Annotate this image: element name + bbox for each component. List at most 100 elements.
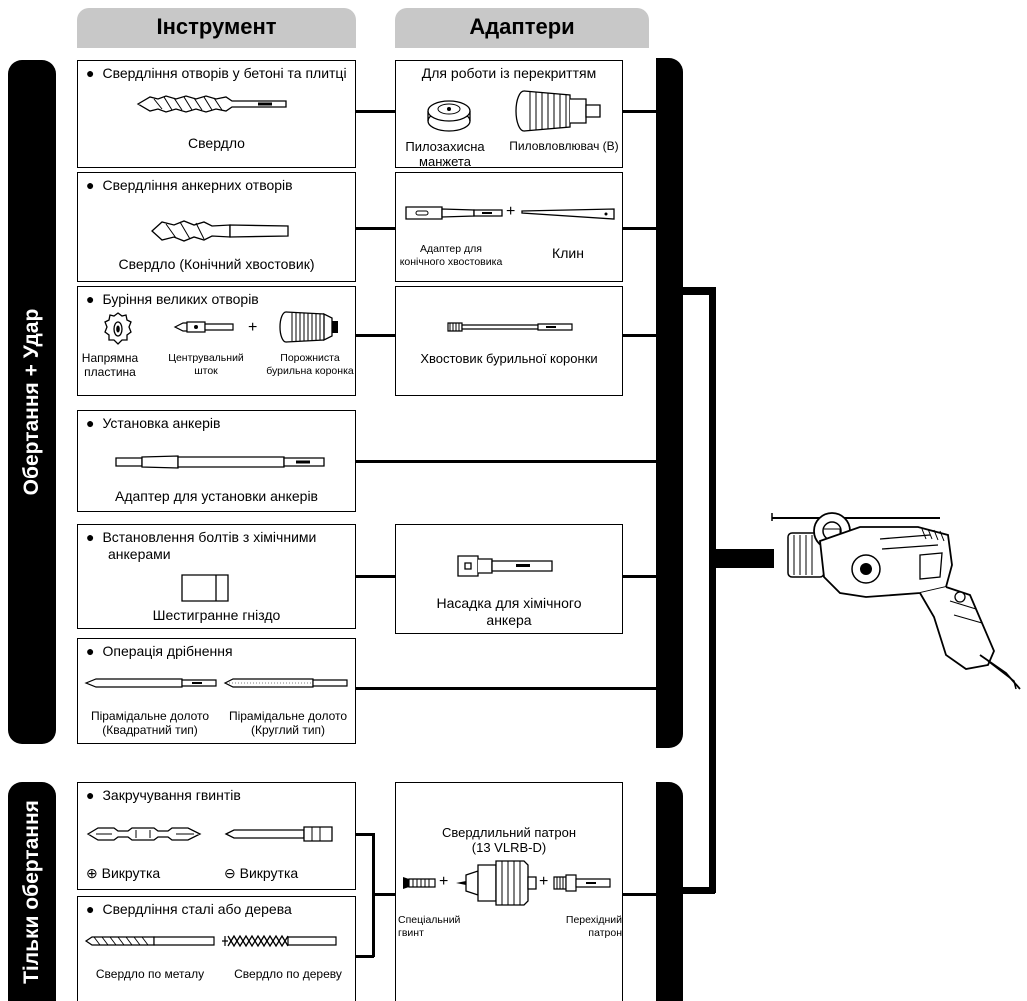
bracket-vertical <box>372 833 375 957</box>
connector-vertical <box>709 287 716 893</box>
taper-adapter-icon <box>404 205 506 221</box>
line-row4 <box>355 460 656 463</box>
phillips-label: ⊕ Викрутка <box>86 865 161 881</box>
large-holes-title: ●Буріння великих отворів <box>86 291 259 307</box>
rotary-hammer-drill-icon <box>770 505 1025 690</box>
plus-symbol: + <box>248 319 258 336</box>
screws-title: ●Закручування гвинтів <box>86 787 241 803</box>
bullet-icon: ● <box>86 787 95 803</box>
tool-box-anchor-holes: ●Свердління анкерних отворів Свердло (Ко… <box>77 172 356 282</box>
slotted-bit-icon <box>224 825 336 843</box>
concrete-title: ●Свердління отворів у бетоні та плитці <box>86 65 347 81</box>
anchor-setting-label: Адаптер для установки анкерів <box>115 488 318 504</box>
tool-box-steel-wood: ●Свердління сталі або дерева Свердло по … <box>77 896 356 1001</box>
line-row5-b <box>623 575 656 578</box>
wood-drill-label: Свердло по дереву <box>234 967 342 981</box>
bullet-icon: ● <box>86 177 95 193</box>
core-bit-icon <box>278 309 338 345</box>
dust-collector-icon <box>514 87 604 135</box>
right-bar-upper <box>656 58 683 748</box>
wedge-label: Клин <box>552 245 584 261</box>
plus-symbol: + <box>539 873 549 890</box>
special-screw-icon <box>403 877 437 889</box>
wood-drill-bit-icon <box>222 932 340 950</box>
tool-box-anchor-setting: ●Установка анкерів Адаптер для установки… <box>77 410 356 512</box>
chipping-title: ●Операція дрібнення <box>86 643 233 659</box>
rotation-impact-label: Обертання + Удар <box>20 308 43 496</box>
line-row2-b <box>623 227 656 230</box>
masonry-drill-bit-icon <box>136 93 296 115</box>
bullet-icon: ● <box>86 643 95 659</box>
connector-bottom <box>683 887 715 894</box>
phillips-bit-icon <box>86 826 206 842</box>
square-chisel-label: Пірамідальне долото(Квадратний тип) <box>90 709 210 737</box>
tool-column-header: Інструмент <box>77 8 356 48</box>
concrete-label: Свердло <box>188 135 245 151</box>
bullet-icon: ● <box>86 291 95 307</box>
connector-to-drill <box>716 549 774 568</box>
bracket-bottom <box>355 955 374 958</box>
hex-socket-label: Шестигранне гніздо <box>152 607 281 623</box>
chemical-anchor-adapter-icon <box>456 553 556 579</box>
metal-drill-bit-icon <box>84 934 216 948</box>
square-point-chisel-icon <box>84 677 218 689</box>
bullet-icon: ● <box>86 901 95 917</box>
bracket-top <box>355 833 374 836</box>
core-shank-label: Хвостовик бурильної коронки <box>420 351 598 366</box>
anchor-setting-title: ●Установка анкерів <box>86 415 221 431</box>
wedge-icon <box>520 207 618 221</box>
tool-box-chipping: ●Операція дрібнення Пірамідальне долото(… <box>77 638 356 744</box>
ceiling-title: Для роботи із перекриттям <box>421 65 597 81</box>
line-row5-a <box>355 575 395 578</box>
plus-symbol: + <box>439 873 449 890</box>
center-pin-icon <box>173 320 235 334</box>
adapter-box-core-shank: Хвостовик бурильної коронки <box>395 286 623 396</box>
chuck-adapter-icon <box>552 873 614 893</box>
bullet-icon: ● <box>86 65 95 81</box>
slotted-label: ⊖ Викрутка <box>224 865 299 881</box>
line-row1-b <box>623 110 656 113</box>
adapters-column-header: Адаптери <box>395 8 649 48</box>
rotation-impact-band: Обертання + Удар <box>8 60 56 744</box>
line-row2-a <box>355 227 395 230</box>
plus-symbol: + <box>506 203 516 220</box>
dust-collector-label: Пиловловлювач (В) <box>509 139 619 153</box>
anchor-holes-label: Свердло (Конічний хвостовик) <box>118 256 315 272</box>
steel-wood-title: ●Свердління сталі або дерева <box>86 901 292 917</box>
line-row3-a <box>355 334 395 337</box>
line-row1-a <box>355 110 395 113</box>
anchor-setting-adapter-icon <box>114 454 328 470</box>
plus-circle-icon: ⊕ <box>86 865 98 881</box>
line-row3-b <box>623 334 656 337</box>
anchor-holes-title: ●Свердління анкерних отворів <box>86 177 293 193</box>
rotation-only-label: Тільки обертання <box>20 799 43 984</box>
adapter-box-chuck: Свердлильний патрон(13 VLRB-D) + + Спеці… <box>395 782 623 1001</box>
round-point-chisel-icon <box>223 677 351 689</box>
line-row6 <box>355 687 656 690</box>
metal-drill-label: Свердло по металу <box>95 967 205 981</box>
bullet-icon: ● <box>86 415 95 431</box>
bullet-icon: ● <box>86 529 95 545</box>
connector-top <box>683 287 715 295</box>
tool-box-concrete: ●Свердління отворів у бетоні та плитці С… <box>77 60 356 168</box>
chuck-title: Свердлильний патрон(13 VLRB-D) <box>442 825 576 855</box>
drill-chuck-icon <box>456 855 538 911</box>
core-shank-icon <box>446 321 576 333</box>
taper-shank-drill-icon <box>150 218 290 244</box>
line-chuck-right <box>623 893 656 896</box>
tool-box-screws: ●Закручування гвинтів ⊕ Викрутка ⊖ Викру… <box>77 782 356 890</box>
